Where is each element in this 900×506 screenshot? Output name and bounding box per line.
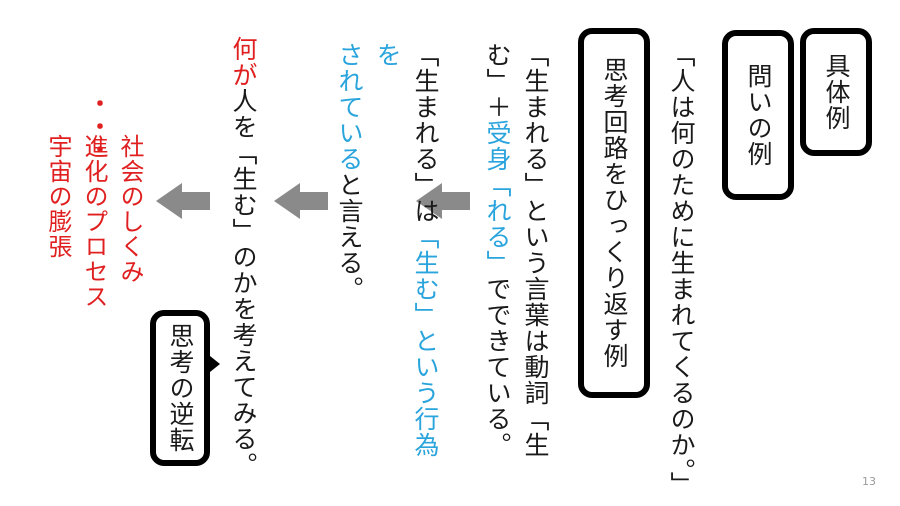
reversal-label: 思考の逆転 xyxy=(166,323,195,453)
reversal-box: 思考の逆転 xyxy=(150,310,210,466)
question-text: 「人は何のために生まれてくるのか。」 xyxy=(667,42,696,498)
question-example-label: 問いの例 xyxy=(744,63,773,167)
act-explanation-a: 「生まれる」は xyxy=(411,42,440,224)
list-dots: ・・・ xyxy=(85,92,110,161)
concrete-example-label: 具体例 xyxy=(822,53,851,131)
passive-reru: 受身「れる」 xyxy=(483,120,512,276)
cause-list: 社会のしくみ 進化のプロセス 宇宙の膨張 xyxy=(44,134,144,309)
act-explanation-c: と言える。 xyxy=(335,172,364,302)
think-text-rest: 人を「生む」のかを考えてみる。 xyxy=(229,88,258,478)
callout-pointer xyxy=(210,356,220,372)
word-explanation: 「生まれる」という言葉は動詞「生む」＋受身「れる」でできている。 xyxy=(478,42,554,462)
think-text-what: 何が xyxy=(229,36,258,88)
act-explanation-b: 「生む」という行為を されている xyxy=(335,42,440,458)
word-explanation-c: でできている。 xyxy=(483,276,512,458)
reversal-example-label: 思考回路をひっくり返す例 xyxy=(600,57,629,369)
question-example-box: 問いの例 xyxy=(722,30,794,200)
word-explanation-a: 「生まれる」という言葉は動詞「生む」＋ xyxy=(483,42,550,458)
act-explanation: 「生まれる」は「生む」という行為を されていると言える。 xyxy=(330,42,444,482)
concrete-example-box: 具体例 xyxy=(800,28,872,156)
reversal-example-box: 思考回路をひっくり返す例 xyxy=(578,28,650,398)
page-number: 13 xyxy=(862,475,876,488)
think-text: 何が人を「生む」のかを考えてみる。 xyxy=(224,36,262,486)
